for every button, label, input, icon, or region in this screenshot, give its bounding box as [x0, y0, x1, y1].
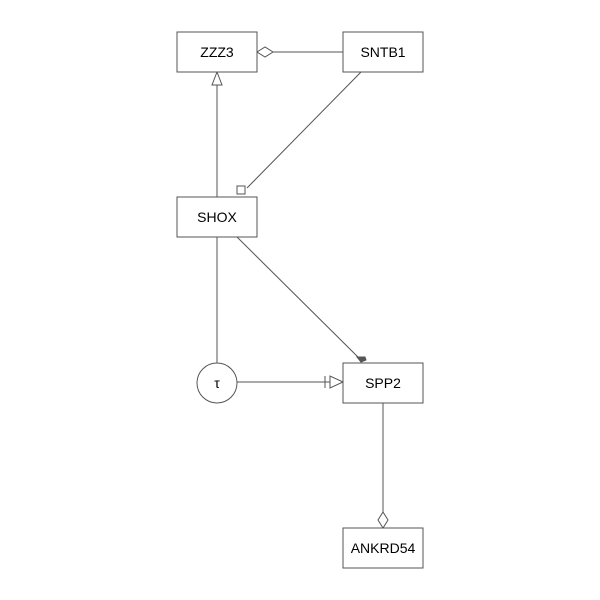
open-diamond-arrowhead — [377, 511, 389, 529]
node-box — [342, 31, 424, 73]
node-label: ZZZ3 — [200, 44, 234, 60]
node-label: SHOX — [197, 209, 237, 225]
node-zzz3[interactable]: ZZZ3 — [176, 31, 258, 73]
node-box — [176, 31, 258, 73]
node-shox[interactable]: SHOX — [176, 196, 258, 238]
solid-bar-arrowhead — [355, 356, 367, 363]
open-square-arrowhead — [236, 185, 246, 195]
node-box — [342, 362, 424, 404]
node-box — [176, 196, 258, 238]
edge-shox-spp2 — [236, 236, 362, 361]
node-label: SPP2 — [365, 375, 401, 391]
node-circle — [196, 362, 238, 404]
node-label: SNTB1 — [360, 44, 405, 60]
node-ankrd54[interactable]: ANKRD54 — [342, 527, 424, 569]
node-spp2[interactable]: SPP2 — [342, 362, 424, 404]
node-sntb1[interactable]: SNTB1 — [342, 31, 424, 73]
node-label: ANKRD54 — [351, 540, 416, 556]
edges — [211, 46, 389, 529]
node-box — [342, 527, 424, 569]
open-diamond-arrowhead — [256, 46, 274, 58]
nodes: ZZZ3 SNTB1 SHOX τ SPP2 ANKRD54 — [176, 31, 424, 569]
node-tau[interactable]: τ — [196, 362, 238, 404]
node-label: τ — [214, 375, 220, 391]
open-triangle-arrowhead — [329, 375, 345, 389]
edge-sntb1-shox — [246, 71, 362, 189]
open-triangle-arrowhead — [211, 70, 223, 86]
